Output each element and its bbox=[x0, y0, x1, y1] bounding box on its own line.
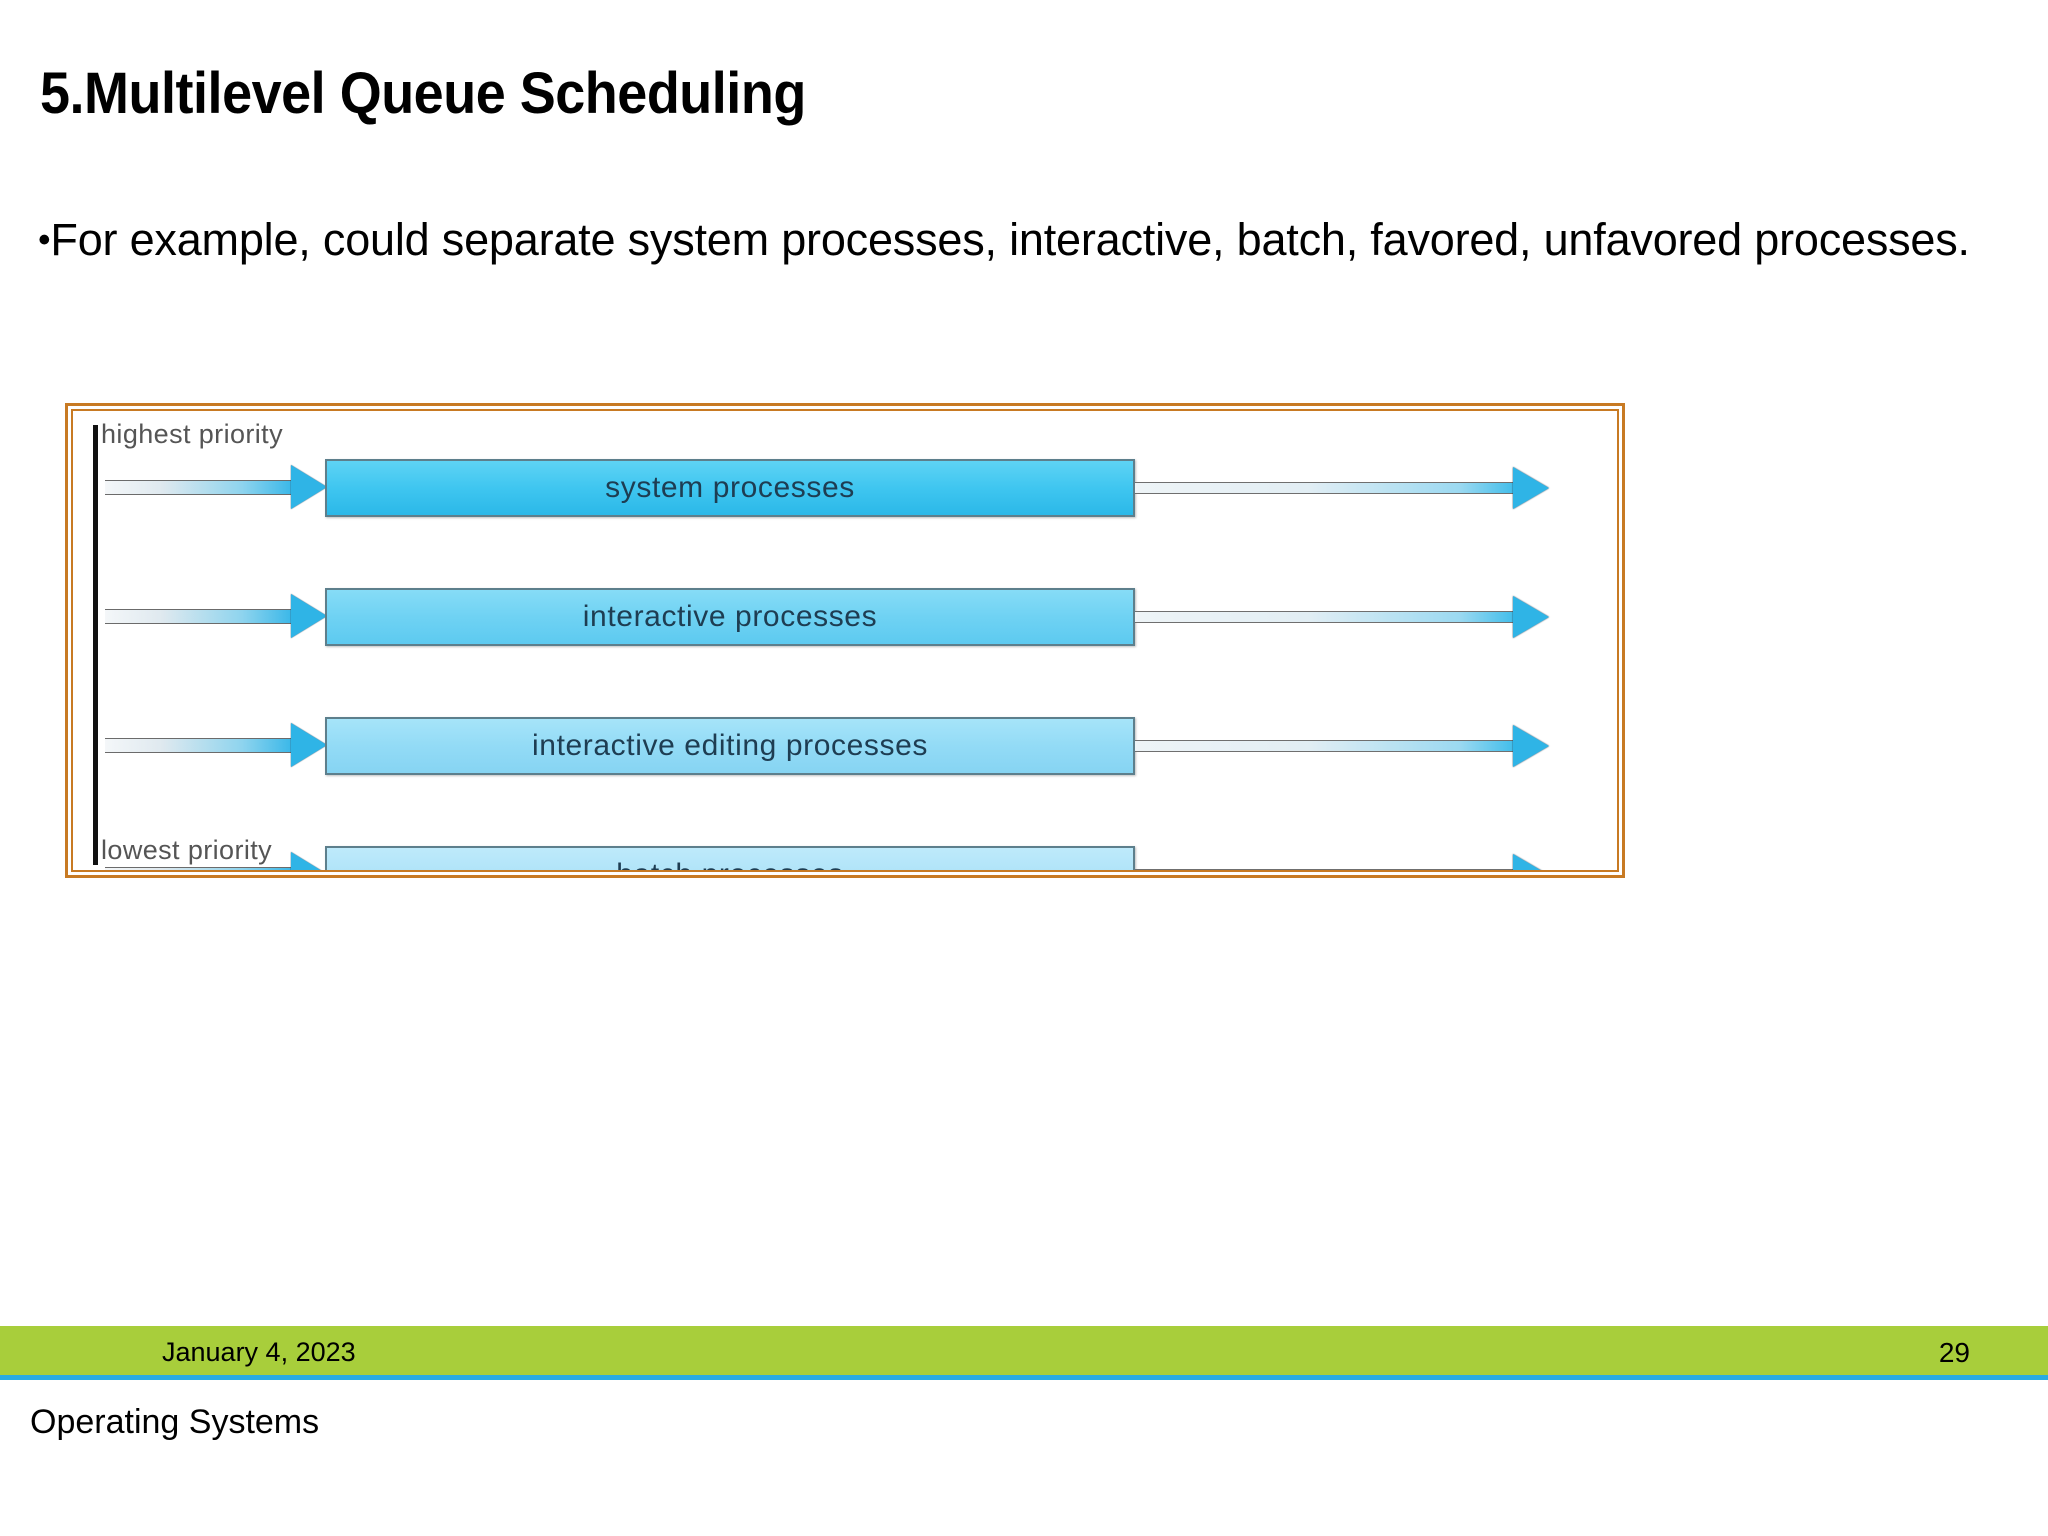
queue-row: system processes bbox=[73, 459, 1617, 517]
highest-priority-label: highest priority bbox=[101, 419, 283, 449]
multilevel-queue-diagram: highest priority system processes intera… bbox=[65, 403, 1625, 878]
outgoing-arrow-head-icon bbox=[1513, 596, 1549, 638]
outgoing-arrow-shaft bbox=[1135, 482, 1517, 494]
queue-bar: system processes bbox=[325, 459, 1135, 517]
priority-axis-line bbox=[93, 425, 98, 865]
footer-band: January 4, 2023 29 bbox=[0, 1326, 2048, 1380]
incoming-arrow-shaft bbox=[105, 738, 295, 753]
footer-course-title: Operating Systems bbox=[30, 1403, 320, 1441]
slide-number: 29 bbox=[1938, 1337, 1970, 1368]
queue-row: interactive processes bbox=[73, 588, 1617, 646]
incoming-arrow-shaft bbox=[105, 867, 295, 870]
queue-bar: interactive processes bbox=[325, 588, 1135, 646]
bullet-text: For example, could separate system proce… bbox=[50, 214, 1970, 265]
outgoing-arrow-head-icon bbox=[1513, 725, 1549, 767]
queue-bar: batch processes bbox=[325, 846, 1135, 870]
diagram-canvas: highest priority system processes intera… bbox=[73, 411, 1617, 870]
outgoing-arrow-head-icon bbox=[1513, 854, 1549, 870]
outgoing-arrow-head-icon bbox=[1513, 467, 1549, 509]
incoming-arrow-head-icon bbox=[291, 723, 327, 767]
queue-row: batch processes bbox=[73, 846, 1617, 870]
queue-label: interactive editing processes bbox=[532, 729, 928, 762]
incoming-arrow-head-icon bbox=[291, 594, 327, 638]
incoming-arrow-shaft bbox=[105, 480, 295, 495]
queue-label: system processes bbox=[605, 471, 855, 504]
outgoing-arrow-shaft bbox=[1135, 869, 1517, 870]
diagram-inner-border: highest priority system processes intera… bbox=[71, 409, 1619, 872]
incoming-arrow-head-icon bbox=[291, 852, 327, 870]
queue-bar: interactive editing processes bbox=[325, 717, 1135, 775]
incoming-arrow-shaft bbox=[105, 609, 295, 624]
bullet-item: •For example, could separate system proc… bbox=[38, 215, 2003, 265]
footer-date: January 4, 2023 bbox=[162, 1337, 356, 1367]
outgoing-arrow-shaft bbox=[1135, 611, 1517, 623]
incoming-arrow-head-icon bbox=[291, 465, 327, 509]
page-title: 5.Multilevel Queue Scheduling bbox=[40, 61, 806, 126]
outgoing-arrow-shaft bbox=[1135, 740, 1517, 752]
queue-label: interactive processes bbox=[582, 600, 878, 633]
bullet-dot-icon: • bbox=[38, 218, 51, 260]
lowest-priority-label: lowest priority bbox=[101, 835, 273, 865]
bullet-body: •For example, could separate system proc… bbox=[38, 215, 2003, 265]
queue-row: interactive editing processes bbox=[73, 717, 1617, 775]
queue-label: batch processes bbox=[616, 858, 843, 870]
